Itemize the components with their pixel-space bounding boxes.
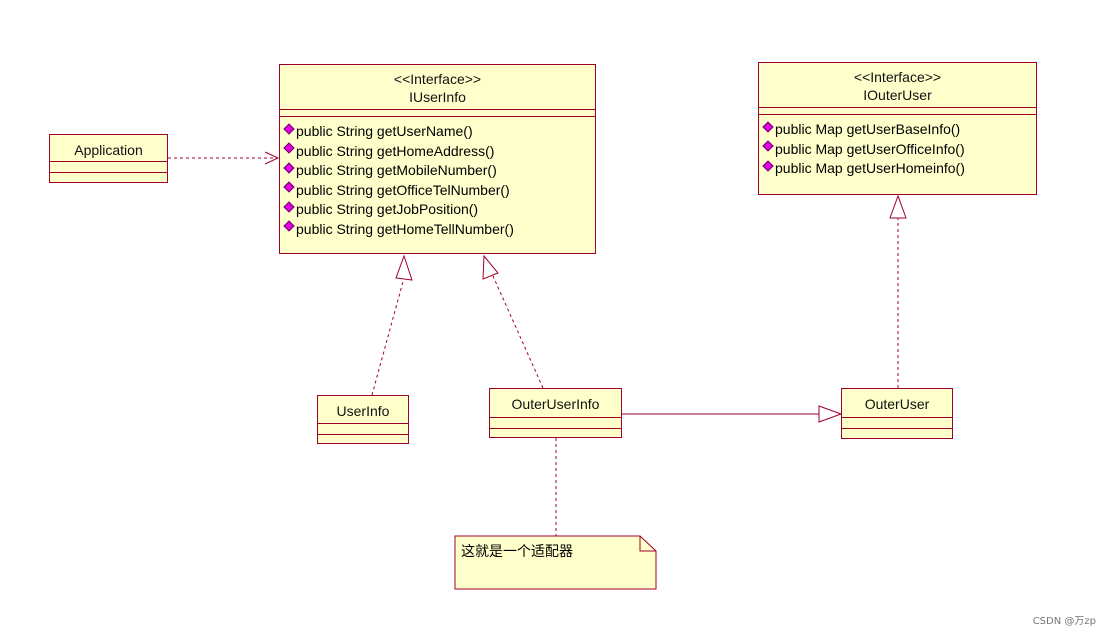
iouteruser-name: IOuterUser — [863, 87, 932, 103]
note-text: 这就是一个适配器 — [461, 544, 573, 560]
public-method-icon — [762, 160, 774, 172]
public-method-icon — [283, 201, 295, 213]
realization-outeruserinfo-iuserinfo — [482, 254, 544, 389]
public-method-icon — [762, 121, 774, 133]
outeruser-name: OuterUser — [864, 396, 930, 412]
public-method-icon — [283, 162, 295, 174]
iouteruser-interface[interactable]: <<Interface>> IOuterUser public Map getU… — [758, 62, 1037, 195]
userinfo-name: UserInfo — [336, 403, 390, 419]
method-row: public String getMobileNumber() — [283, 161, 595, 181]
iuserinfo-stereotype: <<Interface>> — [393, 71, 482, 87]
userinfo-class[interactable]: UserInfo — [317, 395, 409, 444]
outeruserinfo-class[interactable]: OuterUserInfo — [489, 388, 622, 438]
realization-userinfo-iuserinfo — [371, 254, 413, 396]
method-row: public String getHomeAddress() — [283, 142, 595, 162]
iuserinfo-interface[interactable]: <<Interface>> IUserInfo public String ge… — [279, 64, 596, 254]
application-class[interactable]: Application — [49, 134, 168, 183]
note-shape — [454, 535, 657, 590]
adapter-note[interactable]: 这就是一个适配器 — [456, 537, 636, 587]
outeruser-class[interactable]: OuterUser — [841, 388, 953, 439]
method-row: public Map getUserOfficeInfo() — [762, 140, 1036, 160]
method-row: public Map getUserBaseInfo() — [762, 120, 1036, 140]
method-row: public String getHomeTellNumber() — [283, 220, 595, 240]
realization-outeruser-iouteruser — [889, 194, 907, 388]
application-name: Application — [74, 142, 143, 158]
outeruserinfo-name: OuterUserInfo — [511, 396, 600, 412]
method-row: public String getOfficeTelNumber() — [283, 181, 595, 201]
method-row: public String getUserName() — [283, 122, 595, 142]
dependency-application-iuserinfo — [168, 151, 280, 165]
iuserinfo-name: IUserInfo — [409, 89, 466, 105]
public-method-icon — [762, 140, 774, 152]
public-method-icon — [283, 123, 295, 135]
generalization-outeruserinfo-outeruser — [621, 405, 843, 423]
public-method-icon — [283, 220, 295, 232]
public-method-icon — [283, 142, 295, 154]
public-method-icon — [283, 181, 295, 193]
method-row: public String getJobPosition() — [283, 200, 595, 220]
watermark: CSDN @万zp — [1032, 616, 1096, 627]
method-row: public Map getUserHomeinfo() — [762, 159, 1036, 179]
iouteruser-stereotype: <<Interface>> — [853, 69, 942, 85]
